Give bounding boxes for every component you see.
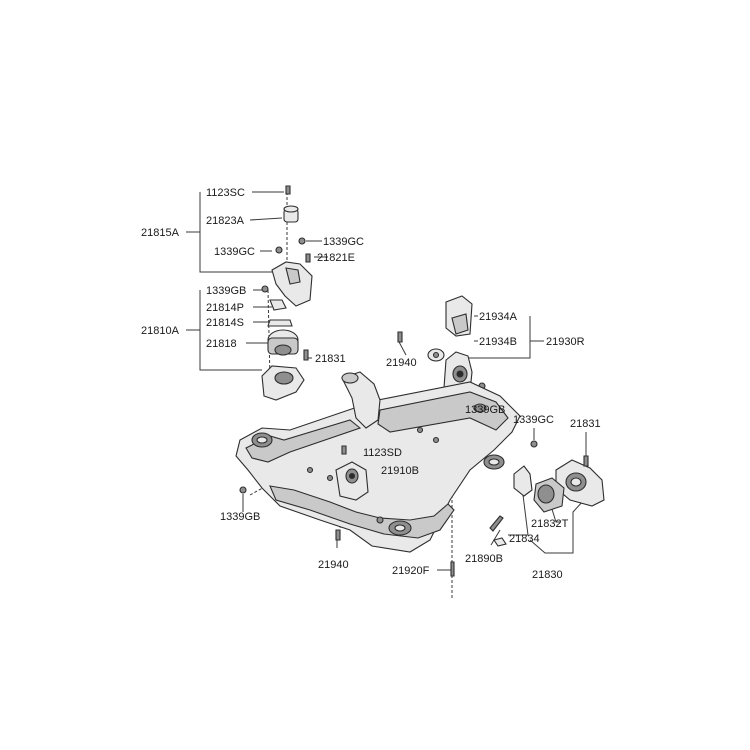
leader-lines — [186, 191, 587, 571]
label-21830: 21830 — [532, 569, 563, 581]
label-21815a: 21815A — [141, 227, 180, 239]
label-21940-b: 21940 — [318, 559, 349, 571]
label-1339gb-c: 1339GB — [220, 511, 260, 523]
label-21930r: 21930R — [546, 336, 585, 348]
label-21818: 21818 — [206, 338, 237, 350]
engine-mount-assembly-21830 — [513, 440, 605, 513]
label-1339gc-a: 1339GC — [214, 246, 255, 258]
bolts-lower — [335, 515, 507, 577]
label-21890b: 21890B — [465, 553, 503, 565]
label-21934b: 21934B — [479, 336, 517, 348]
label-21814s: 21814S — [206, 317, 244, 329]
engine-mount-assembly-21810a — [261, 285, 309, 401]
label-21910b: 21910B — [381, 465, 419, 477]
engine-mount-bracket-21815a — [271, 185, 313, 307]
label-21831-b: 21831 — [570, 418, 601, 430]
label-1339gc-c: 1339GC — [513, 414, 554, 426]
label-21831-a: 21831 — [315, 353, 346, 365]
label-21810a: 21810A — [141, 325, 180, 337]
label-21934a: 21934A — [479, 311, 518, 323]
label-1339gc-b: 1339GC — [323, 236, 364, 248]
label-21814p: 21814P — [206, 302, 244, 314]
label-1339gb-a: 1339GB — [206, 285, 246, 297]
label-21920f: 21920F — [392, 565, 430, 577]
label-21834: 21834 — [509, 533, 540, 545]
label-1339gb-b: 1339GB — [465, 404, 505, 416]
label-21823a: 21823A — [206, 215, 245, 227]
label-1123sd: 1123SD — [363, 447, 402, 459]
label-21821e: 21821E — [317, 252, 355, 264]
label-1123sc: 1123SC — [206, 187, 245, 199]
label-21832t: 21832T — [531, 518, 569, 530]
label-21940-a: 21940 — [386, 357, 417, 369]
callout-labels: 1123SC 21823A 21815A 1339GC 1339GC 21821… — [141, 187, 601, 581]
subframe-crossmember — [235, 371, 521, 553]
